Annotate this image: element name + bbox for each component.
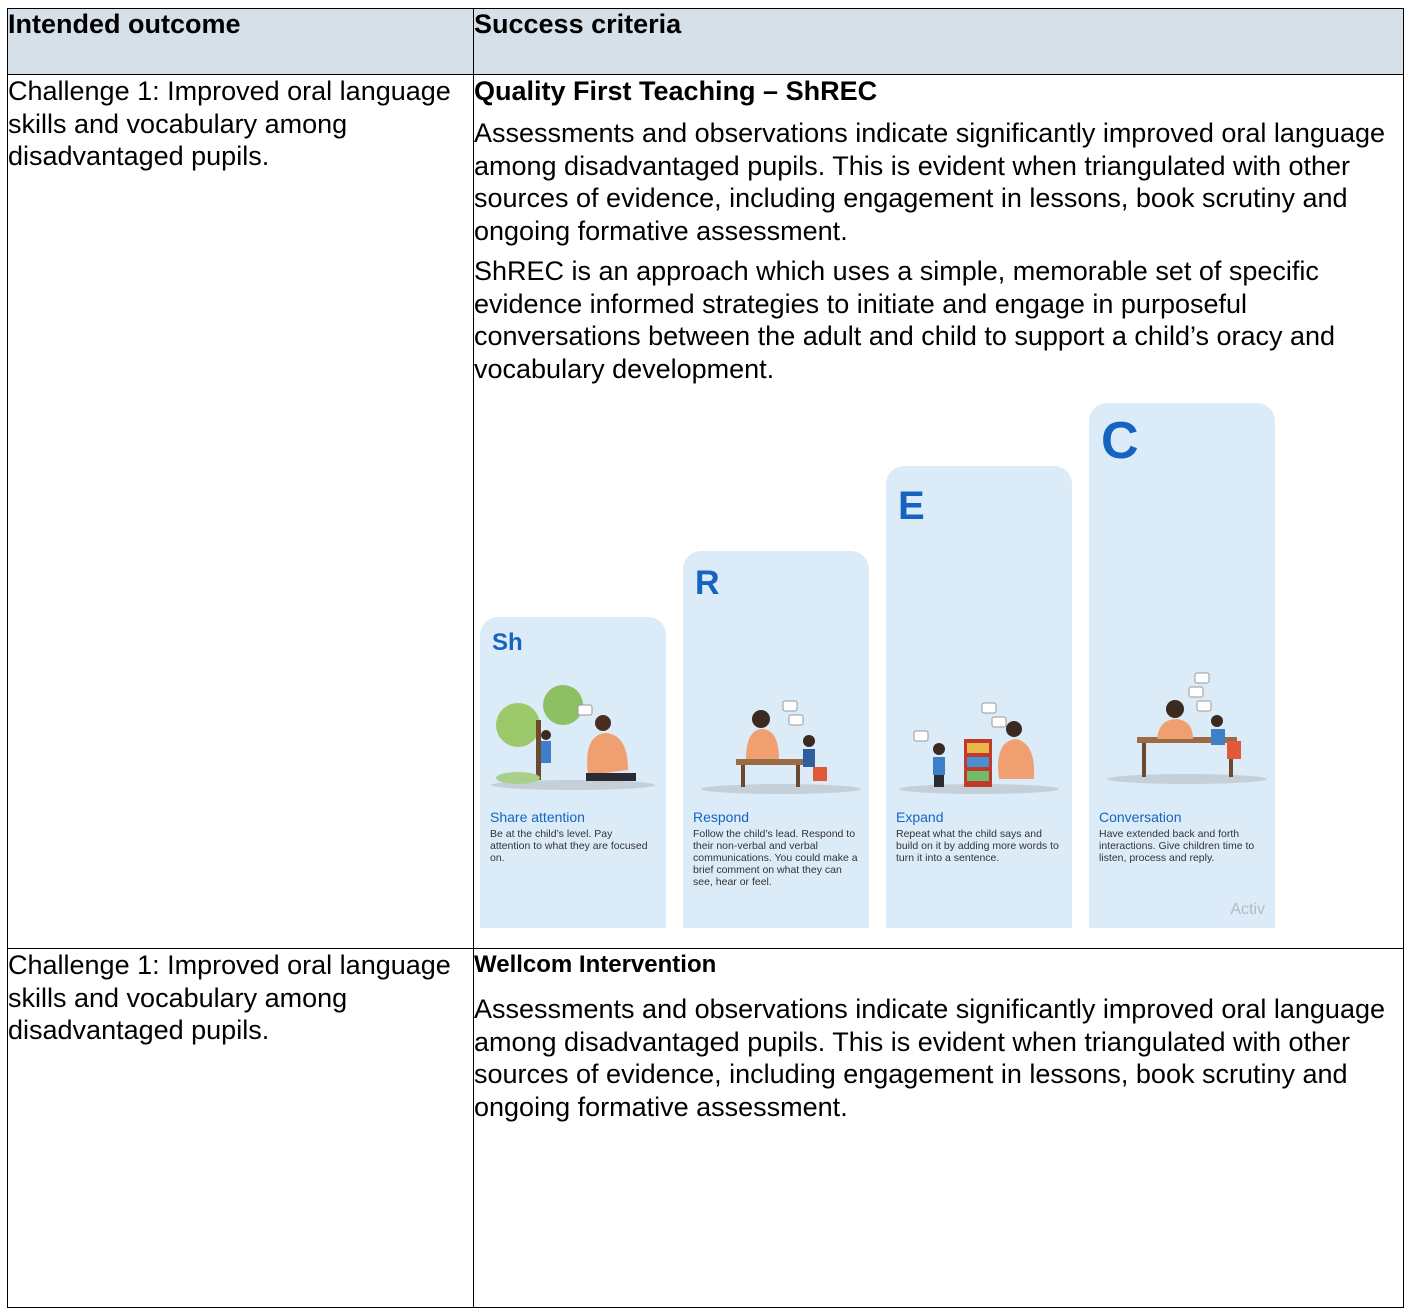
table-row: Challenge 1: Improved oral language skil… [7, 74, 1404, 949]
outcome-cell: Challenge 1: Improved oral language skil… [7, 948, 474, 1308]
outcome-text: Challenge 1: Improved oral language skil… [8, 76, 451, 171]
card-letter: E [898, 484, 925, 528]
card-title: Share attention [490, 809, 585, 825]
card-letter: Sh [492, 629, 523, 656]
card-description: Follow the child’s lead. Respond to thei… [693, 828, 858, 888]
share-attention-illustration-icon [491, 685, 655, 790]
outcomes-table: Intended outcome Success criteria Challe… [7, 8, 1404, 1308]
card-description: Repeat what the child says and build on … [896, 828, 1059, 864]
card-title: Expand [896, 809, 944, 825]
card-title: Respond [693, 809, 750, 825]
shrec-card-r: R Respond Follo [683, 551, 869, 928]
criteria-paragraph: ShREC is an approach which uses a simple… [474, 256, 1336, 384]
header-success-criteria: Success criteria [473, 8, 1404, 75]
criteria-cell: Quality First Teaching – ShREC Assessmen… [473, 74, 1404, 949]
conversation-illustration-icon [1107, 672, 1267, 784]
shrec-card-e: E [886, 466, 1072, 928]
outcome-cell: Challenge 1: Improved oral language skil… [7, 74, 474, 949]
criteria-paragraph: Assessments and observations indicate si… [474, 994, 1385, 1122]
criteria-title: Quality First Teaching – ShREC [474, 76, 878, 106]
table-row: Challenge 1: Improved oral language skil… [7, 948, 1404, 1308]
shrec-card-sh: Sh Share attention [480, 617, 666, 928]
card-letter: C [1101, 412, 1139, 470]
card-title: Conversation [1099, 809, 1182, 825]
criteria-title: Wellcom Intervention [474, 951, 717, 978]
card-description: Have extended back and forth interaction… [1099, 828, 1255, 864]
card-description: Be at the child’s level. Pay attention t… [490, 828, 648, 864]
shrec-card-c: C Conversati [1089, 403, 1275, 928]
table-header-row: Intended outcome Success criteria [7, 8, 1404, 75]
shrec-infographic: Sh Share attention [480, 403, 1300, 948]
respond-illustration-icon [701, 700, 861, 794]
watermark-text: Activ [1230, 900, 1265, 918]
expand-illustration-icon [899, 702, 1059, 794]
criteria-cell: Wellcom Intervention Assessments and obs… [473, 948, 1404, 1308]
card-letter: R [695, 564, 720, 602]
header-intended-outcome: Intended outcome [7, 8, 474, 75]
outcome-text: Challenge 1: Improved oral language skil… [8, 950, 451, 1045]
criteria-paragraph: Assessments and observations indicate si… [474, 118, 1385, 246]
